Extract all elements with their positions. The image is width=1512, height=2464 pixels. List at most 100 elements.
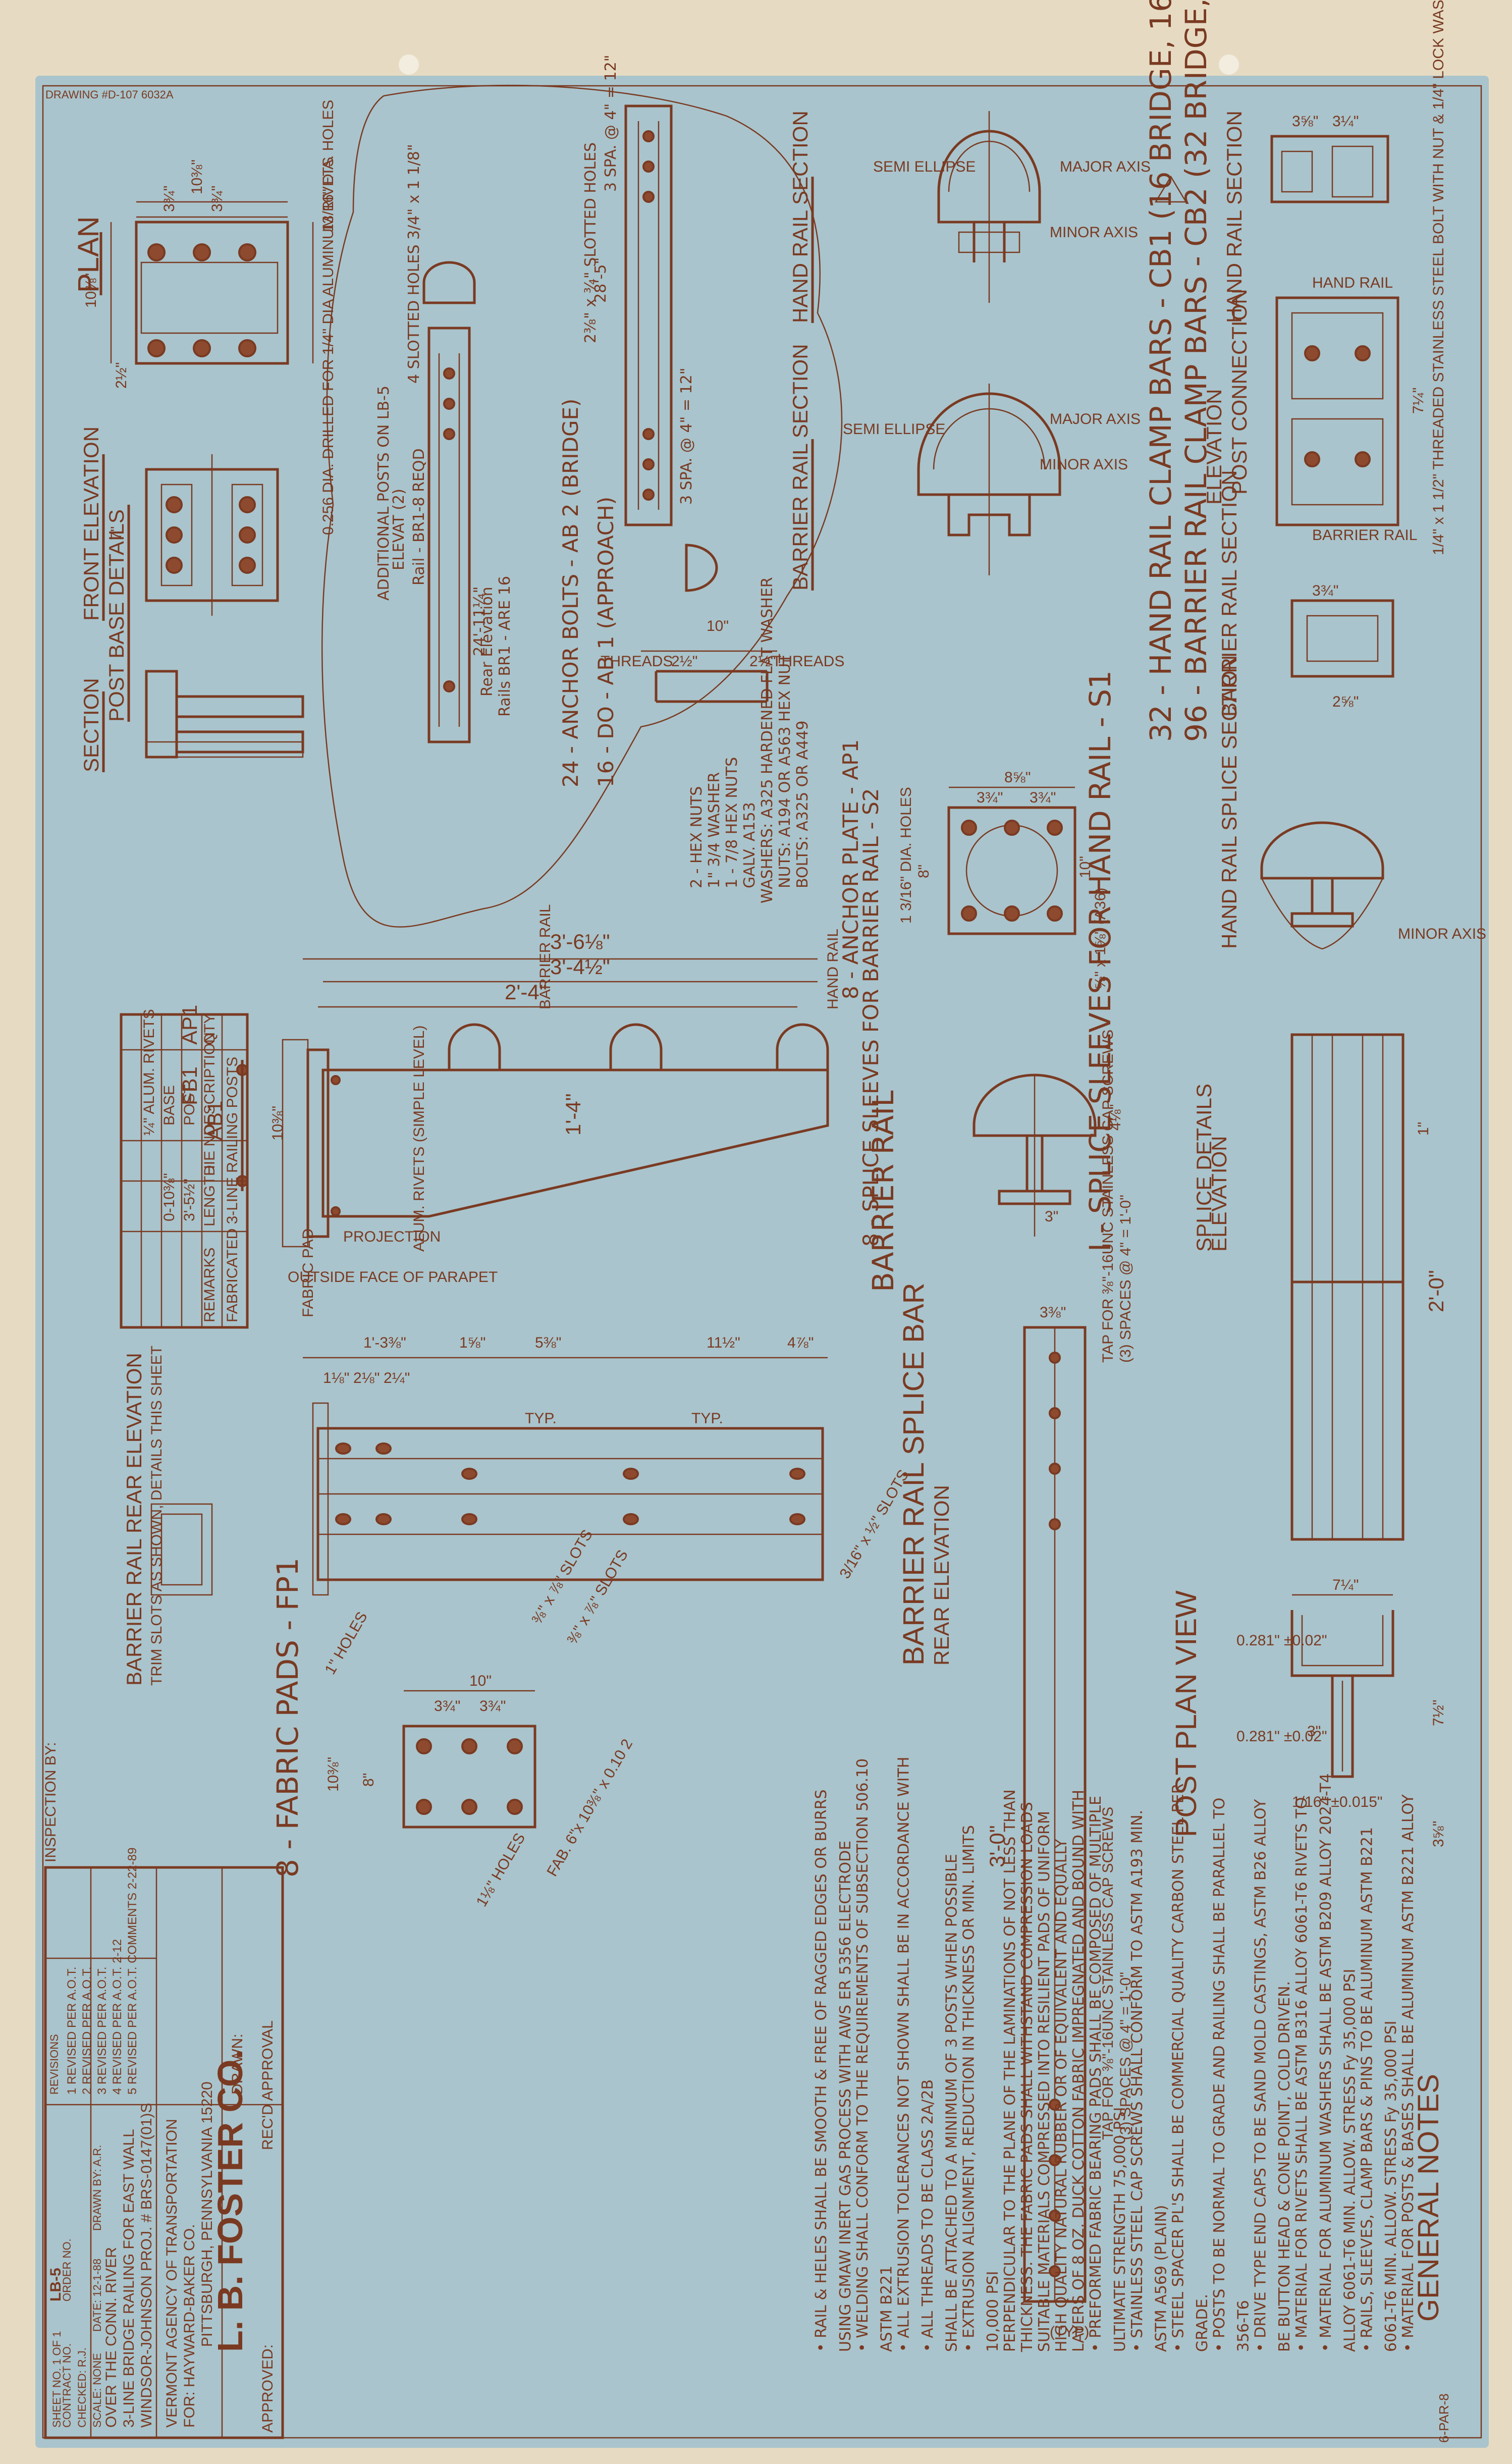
fabric-pads-title: 8 - FABRIC PADS - FP1 xyxy=(271,1558,305,1878)
svg-text:24'-11¼": 24'-11¼" xyxy=(471,586,489,656)
svg-text:7¼": 7¼" xyxy=(1332,1577,1359,1593)
post-connection-detail: HAND RAIL BARRIER RAIL HAND RAIL SECTION… xyxy=(1202,0,1447,949)
barrier-rail-title: BARRIER RAIL xyxy=(866,1090,900,1292)
punch-hole-left xyxy=(399,55,419,75)
svg-text:MINOR AXIS: MINOR AXIS xyxy=(1398,926,1486,942)
svg-text:WASHERS: A325 HARDENED FLAT WA: WASHERS: A325 HARDENED FLAT WASHER xyxy=(759,577,776,903)
svg-text:3¼": 3¼" xyxy=(1332,113,1359,130)
svg-text:VERMONT AGENCY OF TRANSPORTATI: VERMONT AGENCY OF TRANSPORTATION xyxy=(164,2119,180,2428)
svg-text:3'-6⅛": 3'-6⅛" xyxy=(550,930,610,953)
clamp-bars-notes: 32 - HAND RAIL CLAMP BARS - CB1 (16 BRID… xyxy=(1144,0,1213,742)
svg-text:THREADS: THREADS xyxy=(772,653,844,670)
svg-text:1'-3⅜": 1'-3⅜" xyxy=(363,1334,406,1351)
svg-text:1" HOLES: 1" HOLES xyxy=(321,1609,370,1677)
svg-text:SEMI ELLIPSE: SEMI ELLIPSE xyxy=(873,158,976,175)
svg-text:5⅜": 5⅜" xyxy=(535,1334,561,1351)
svg-text:TRIM SLOTS AS SHOWN, DETAILS T: TRIM SLOTS AS SHOWN, DETAILS THIS SHEET xyxy=(148,1346,165,1686)
rear-elevation-view-title: BARRIER RAIL REAR ELEVATION xyxy=(122,1353,146,1686)
general-note-line: • DRIVE TYPE END CAPS TO BE SAND MOLD CA… xyxy=(1252,1799,1270,2352)
svg-text:PITTSBURGH, PENNSYLVANIA 15220: PITTSBURGH, PENNSYLVANIA 15220 xyxy=(199,2081,215,2347)
post-plan-view: 7¼" 0.281" ±0.02" 0.281" ±0.02" 3" 7½" 1… xyxy=(1170,1577,1447,1847)
svg-text:OVER THE CONN. RIVER: OVER THE CONN. RIVER xyxy=(103,2247,120,2428)
svg-text:7¼": 7¼" xyxy=(1410,388,1427,414)
svg-text:3 SPA. @ 4" = 12": 3 SPA. @ 4" = 12" xyxy=(602,55,620,192)
elevation-title: ELEVATION xyxy=(1202,389,1226,505)
general-note-line: USING GMAW INERT GAS PROCESS WITH AWS ER… xyxy=(837,1841,854,2352)
barrier-rail-section-detail: MAJOR AXIS MINOR AXIS SEMI ELLIPSE BARRI… xyxy=(788,344,1141,591)
svg-text:CONTRACT NO.: CONTRACT NO. xyxy=(61,2343,73,2428)
svg-text:2¼": 2¼" xyxy=(384,1370,410,1386)
svg-text:REVISIONS: REVISIONS xyxy=(48,2034,61,2095)
general-note-line: • POSTS TO BE NORMAL TO GRADE AND RAILIN… xyxy=(1211,1798,1228,2352)
svg-text:2 - HEX NUTS: 2 - HEX NUTS xyxy=(688,786,706,888)
general-notes: GENERAL NOTES • MATERIAL FOR POSTS & BAS… xyxy=(813,1757,1445,2352)
general-note-line: • PREFORMED FABRIC BEARING PADS SHALL BE… xyxy=(1087,1796,1105,2352)
svg-text:FAB. 6"x 10⅜" x 0.10 2: FAB. 6"x 10⅜" x 0.10 2 xyxy=(544,1736,636,1879)
svg-text:3⅝": 3⅝" xyxy=(1292,113,1318,130)
general-note-line: • EXTRUSION ALIGNMENT, REDUCTION IN THIC… xyxy=(960,1825,978,2352)
svg-text:TYP.: TYP. xyxy=(525,1410,557,1427)
general-note-line: GRADE. xyxy=(1194,2294,1211,2352)
svg-text:MAJOR AXIS: MAJOR AXIS xyxy=(1060,158,1151,175)
svg-text:10⅜": 10⅜" xyxy=(83,273,99,308)
general-note-line: • ALL THREADS TO BE CLASS 2A/2B xyxy=(919,2079,937,2352)
svg-text:2'-4": 2'-4" xyxy=(505,980,547,1004)
splice-bar-title: BARRIER RAIL SPLICE BAR xyxy=(897,1282,930,1666)
svg-text:4⅞": 4⅞" xyxy=(787,1334,814,1351)
svg-text:4 SLOTTED HOLES 3/4" x 1 1/8": 4 SLOTTED HOLES 3/4" x 1 1/8" xyxy=(405,144,423,384)
svg-text:4⅛": 4⅛" xyxy=(1107,1104,1124,1131)
svg-text:SCALE: NONE: SCALE: NONE xyxy=(91,2353,103,2428)
svg-text:DRAWN:: DRAWN: xyxy=(229,2033,246,2095)
svg-text:MAJOR AXIS: MAJOR AXIS xyxy=(1050,411,1141,427)
svg-text:BOLTS: A325 OR A449: BOLTS: A325 OR A449 xyxy=(794,721,812,888)
anchor-plate-detail: 8⅝" 3¾" 3¾" 10" 8" 1 3/16" DIA. HOLES ⅝"… xyxy=(838,739,1109,999)
svg-text:3¾": 3¾" xyxy=(161,186,178,212)
svg-text:3 SPA. @ 4" = 12": 3 SPA. @ 4" = 12" xyxy=(678,367,695,505)
svg-text:WINDSOR-JOHNSON PROJ. # BRS-01: WINDSOR-JOHNSON PROJ. # BRS-0147(01)S xyxy=(138,2103,155,2428)
general-note-line: PERPENDICULAR TO THE PLANE OF THE LAMINA… xyxy=(1001,1789,1019,2352)
svg-text:SEMI ELLIPSE: SEMI ELLIPSE xyxy=(843,421,945,438)
svg-text:1" 3/4 WASHER: 1" 3/4 WASHER xyxy=(706,772,723,888)
svg-text:1⅛" HOLES: 1⅛" HOLES xyxy=(473,1830,528,1909)
general-note-line: 6061-T6 MIN. ALLOW. STRESS Fy 35,000 PSI xyxy=(1382,2021,1400,2352)
general-note-line: ASTM B221 xyxy=(878,2266,895,2352)
svg-text:APPROVED:: APPROVED: xyxy=(259,2344,276,2433)
svg-text:3¾": 3¾" xyxy=(209,186,226,212)
svg-text:1/4" x 1 1/2" THREADED STAINLE: 1/4" x 1 1/2" THREADED STAINLESS STEEL B… xyxy=(1430,0,1447,555)
top-hand-rail-section-title: HAND RAIL SECTION xyxy=(1222,111,1246,323)
svg-text:10⅜": 10⅜" xyxy=(269,1106,286,1141)
svg-text:1'-4": 1'-4" xyxy=(561,1093,585,1136)
svg-text:0.281" ±0.02": 0.281" ±0.02" xyxy=(1236,1728,1327,1745)
svg-text:Rail - BR1-8 REQD: Rail - BR1-8 REQD xyxy=(410,448,428,585)
cloud-revision: Rail - BR1-8 REQD ELEVAT (2) ADDITIONAL … xyxy=(321,55,843,928)
general-note-line: ALLOY 6061-T6 MIN. ALLOW. STRESS Fy 35,0… xyxy=(1341,1969,1359,2352)
svg-text:DIE NO: DIE NO xyxy=(201,1124,218,1176)
svg-text:TAP FOR ⅜"-16UNC STAINLESS CAP: TAP FOR ⅜"-16UNC STAINLESS CAP SCREWS xyxy=(1100,1030,1116,1363)
svg-text:11½": 11½" xyxy=(707,1334,740,1351)
front-elevation-view: 0.256 DIA. DRILLED FOR 1/4" DIA ALUMINUM… xyxy=(79,157,337,722)
svg-text:3 REVISED PER A.O.T.: 3 REVISED PER A.O.T. xyxy=(95,1967,109,2095)
fabricated-table-title: FABRICATED 3-LINE RAILING POSTS xyxy=(224,1057,241,1322)
svg-text:(TYP): (TYP) xyxy=(1050,2324,1089,2340)
svg-text:DATE: 12-1-88: DATE: 12-1-88 xyxy=(91,2259,103,2332)
hand-rail-splice-section-title: HAND RAIL SPLICE SECTION xyxy=(1217,655,1241,949)
general-note-line: BE BUTTON HEAD & CONE POINT, COLD DRIVEN… xyxy=(1276,1981,1293,2352)
svg-text:10⅜": 10⅜" xyxy=(189,159,205,194)
svg-text:0-10⅜": 0-10⅜" xyxy=(161,1173,178,1221)
svg-text:13/16" DIA. HOLES: 13/16" DIA. HOLES xyxy=(320,100,337,232)
svg-text:CHECKED: R.J.: CHECKED: R.J. xyxy=(76,2347,88,2428)
svg-text:2⅝": 2⅝" xyxy=(1332,693,1359,710)
svg-text:1⅝": 1⅝" xyxy=(459,1334,485,1351)
anchor-plate-title: 8 - ANCHOR PLATE - AP1 xyxy=(838,739,863,999)
top-barrier-rail-section-title: BARRIER RAIL SECTION xyxy=(1217,470,1241,717)
svg-text:10": 10" xyxy=(707,618,729,634)
svg-text:POST: POST xyxy=(181,1084,198,1126)
svg-text:(3) SPACES @ 4" = 1'-0": (3) SPACES @ 4" = 1'-0" xyxy=(1117,1195,1134,1363)
svg-text:1 3/16" DIA. HOLES: 1 3/16" DIA. HOLES xyxy=(898,787,914,924)
svg-text:3⅝": 3⅝" xyxy=(1430,1821,1447,1847)
svg-text:3": 3" xyxy=(1045,1208,1058,1225)
svg-text:DRAWN BY: A.R.: DRAWN BY: A.R. xyxy=(91,2145,103,2231)
svg-text:BARRIER RAIL: BARRIER RAIL xyxy=(1312,527,1417,544)
svg-text:2'-0": 2'-0" xyxy=(1424,1270,1448,1312)
